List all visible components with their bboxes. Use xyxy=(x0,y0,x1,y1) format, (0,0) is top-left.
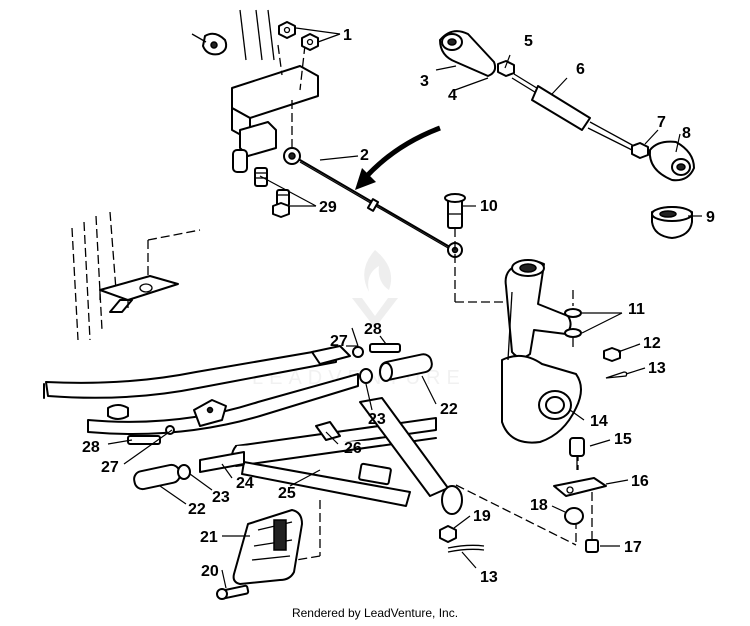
callout-5: 5 xyxy=(524,33,533,50)
callout-labels: 1 2 3 4 5 6 7 8 9 10 11 12 13 14 15 16 1… xyxy=(82,27,715,586)
callout-4: 4 xyxy=(448,87,457,104)
callout-16: 16 xyxy=(631,473,649,490)
callout-22-left: 22 xyxy=(188,501,206,518)
callout-9: 9 xyxy=(706,209,715,226)
callout-15: 15 xyxy=(614,431,632,448)
callout-28-top: 28 xyxy=(364,321,382,338)
bolt-10 xyxy=(444,193,466,229)
callout-1: 1 xyxy=(343,27,352,44)
rod-end-assembly xyxy=(439,30,695,182)
callout-23-right: 23 xyxy=(368,411,386,428)
bracket-27-lower xyxy=(127,399,227,445)
steering-knuckle xyxy=(501,259,582,444)
callout-19: 19 xyxy=(473,508,491,525)
callout-27-top: 27 xyxy=(330,333,348,350)
direction-arrow xyxy=(363,125,441,180)
frame-section xyxy=(71,211,179,341)
callout-28-left: 28 xyxy=(82,439,100,456)
callout-27-left: 27 xyxy=(101,459,119,476)
callout-18: 18 xyxy=(530,497,548,514)
bolt-20 xyxy=(216,584,250,600)
bolts-29 xyxy=(254,167,317,218)
arrow-head xyxy=(355,168,376,190)
callout-11: 11 xyxy=(628,301,645,318)
callout-12: 12 xyxy=(643,335,661,352)
callout-25: 25 xyxy=(278,485,296,502)
callout-2: 2 xyxy=(360,147,369,164)
callout-8: 8 xyxy=(682,125,691,142)
lower-frame-rail xyxy=(43,347,359,435)
skid-plate xyxy=(232,509,303,585)
callout-22-right: 22 xyxy=(440,401,458,418)
tie-rod xyxy=(283,147,463,258)
callout-7: 7 xyxy=(657,114,666,131)
bushing xyxy=(651,206,693,239)
callout-10: 10 xyxy=(480,198,498,215)
leader-lines xyxy=(107,54,702,589)
pivot-bushings xyxy=(133,353,433,491)
callout-29: 29 xyxy=(319,199,337,216)
callout-21: 21 xyxy=(200,529,218,546)
callout-20: 20 xyxy=(201,563,219,580)
bracket-27-upper xyxy=(311,343,401,365)
callout-17: 17 xyxy=(624,539,642,556)
washers-nuts xyxy=(564,308,646,379)
render-credit: Rendered by LeadVenture, Inc. xyxy=(291,606,459,620)
callout-13-top: 13 xyxy=(648,360,666,377)
callout-14: 14 xyxy=(590,413,608,430)
callout-24: 24 xyxy=(236,475,254,492)
jam-nuts xyxy=(278,21,341,51)
callout-6: 6 xyxy=(576,61,585,78)
callout-26: 26 xyxy=(344,440,362,457)
callout-3: 3 xyxy=(420,73,429,90)
callout-13-bottom: 13 xyxy=(480,569,498,586)
steering-column xyxy=(191,9,319,173)
callout-23-left: 23 xyxy=(212,489,230,506)
ball-joint-hardware xyxy=(439,437,607,553)
